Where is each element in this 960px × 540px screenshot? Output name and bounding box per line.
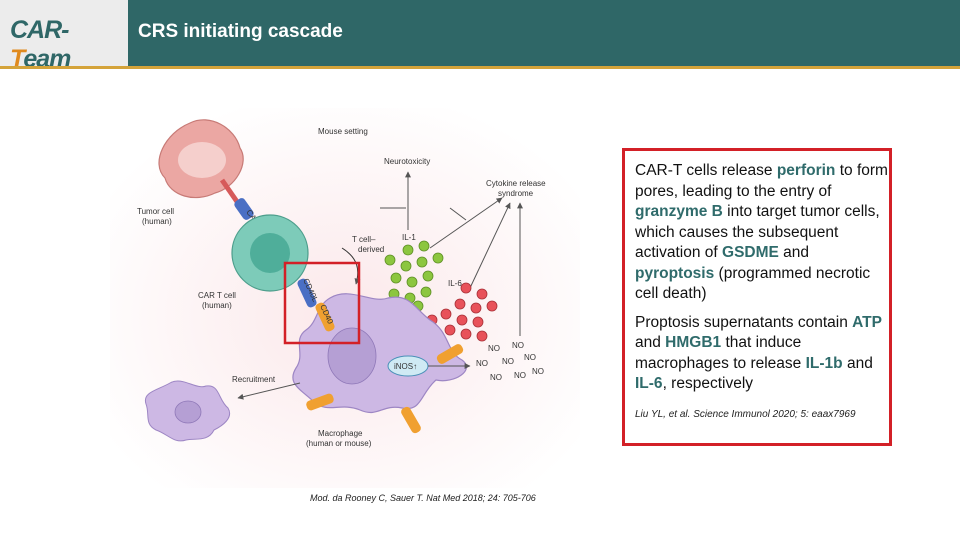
header-bar: CAR-Team CRS initiating cascade	[0, 0, 960, 73]
text-segment: that induce macrophages to release	[635, 334, 806, 372]
tumor-cell-nucleus	[178, 142, 226, 178]
inos-label: iNOS↑	[394, 362, 417, 371]
text-segment: and	[842, 354, 873, 372]
highlight-il-6: IL-6	[635, 375, 663, 392]
car-t-cell-label: CAR T cell	[198, 291, 236, 300]
highlight-granzyme-b: granzyme B	[635, 203, 723, 220]
no-molecules: NO NO NO NO NO NO NO NO	[476, 341, 544, 382]
text-segment: and	[778, 244, 810, 261]
car-t-cell-label-origin: (human)	[202, 301, 232, 310]
no-label: NO	[524, 353, 536, 362]
inhibit-bar-crs	[449, 207, 467, 221]
no-label: NO	[476, 359, 488, 368]
header-divider	[0, 66, 960, 69]
crs-label-line2: syndrome	[498, 189, 534, 198]
macrophage-nucleus	[327, 327, 377, 385]
recruited-macrophage-nucleus	[174, 400, 202, 424]
highlight-il-1b: IL-1b	[805, 354, 843, 372]
car-t-cell-nucleus	[250, 233, 290, 273]
recruitment-label: Recruitment	[232, 375, 276, 384]
cd40-receptor	[315, 302, 335, 332]
il1-molecules	[384, 240, 444, 312]
text-segment: into target tumor cells, which causes th…	[635, 203, 880, 261]
cd40l-ligand	[297, 278, 317, 308]
text-segment: , respectively	[662, 375, 754, 392]
text-citation: Liu YL, et al. Science Immunol 2020; 5: …	[635, 408, 856, 420]
no-label: NO	[502, 357, 514, 366]
il6-label: IL-6	[448, 279, 462, 288]
macrophage-label-origin: (human or mouse)	[306, 439, 372, 448]
cd40-highlight-box	[283, 261, 361, 345]
macrophage	[292, 293, 467, 414]
no-label: NO	[512, 341, 524, 350]
paragraph-pyroptosis: CAR-T cells release perforin to form por…	[635, 161, 889, 305]
highlight-pyroptosis: pyroptosis	[635, 264, 715, 282]
text-segment: Proptosis supernatants contain	[635, 313, 853, 331]
highlight-hmgb1: HMGB1	[665, 334, 722, 351]
highlight-perforin: perforin	[776, 162, 836, 179]
t-cell-derived-label-line2: derived	[358, 245, 384, 254]
highlight-gsdme: GSDME	[722, 244, 779, 261]
mouse-setting-label: Mouse setting	[318, 127, 368, 136]
figure-citation: Mod. da Rooney C, Sauer T. Nat Med 2018;…	[310, 493, 536, 503]
highlight-atp: ATP	[852, 313, 882, 331]
tumor-cell-label: Tumor cell	[137, 207, 174, 216]
arrow-t-cell-derived	[341, 247, 361, 285]
il1-label: IL-1	[402, 233, 416, 242]
t-cell-derived-label: T cell–	[352, 235, 376, 244]
no-label: NO	[490, 373, 502, 382]
macrophage-receptor	[436, 344, 464, 364]
explanation-box: CAR-T cells release perforin to form por…	[622, 148, 892, 446]
crs-cascade-diagram: Tumor cell (human) CAR CAR T cell (human…	[110, 108, 580, 488]
car-receptor	[234, 198, 254, 220]
macrophage-receptor	[306, 393, 334, 411]
no-label: NO	[532, 367, 544, 376]
arrow-recruitment	[237, 382, 301, 400]
no-label: NO	[514, 371, 526, 380]
crs-label: Cytokine release	[486, 179, 546, 188]
logo: CAR-Team	[0, 0, 128, 73]
logo-part-car: CAR-	[10, 16, 69, 44]
text-segment: to form pores, leading to the entry of	[635, 162, 888, 200]
tumor-cell-label-origin: (human)	[142, 217, 172, 226]
text-segment: and	[635, 334, 666, 351]
macrophage-receptor	[401, 406, 421, 434]
no-label: NO	[488, 344, 500, 353]
paragraph-supernatants: Proptosis supernatants contain ATP and H…	[635, 313, 889, 395]
neurotoxicity-label: Neurotoxicity	[384, 157, 430, 166]
slide-title: CRS initiating cascade	[138, 21, 343, 42]
arrow-il1-to-crs	[429, 197, 503, 249]
arrow-il6-to-crs	[469, 202, 511, 289]
macrophage-label: Macrophage	[318, 429, 363, 438]
text-segment: (programmed necrotic cell death)	[635, 264, 871, 303]
text-segment: CAR-T cells release	[635, 162, 777, 179]
